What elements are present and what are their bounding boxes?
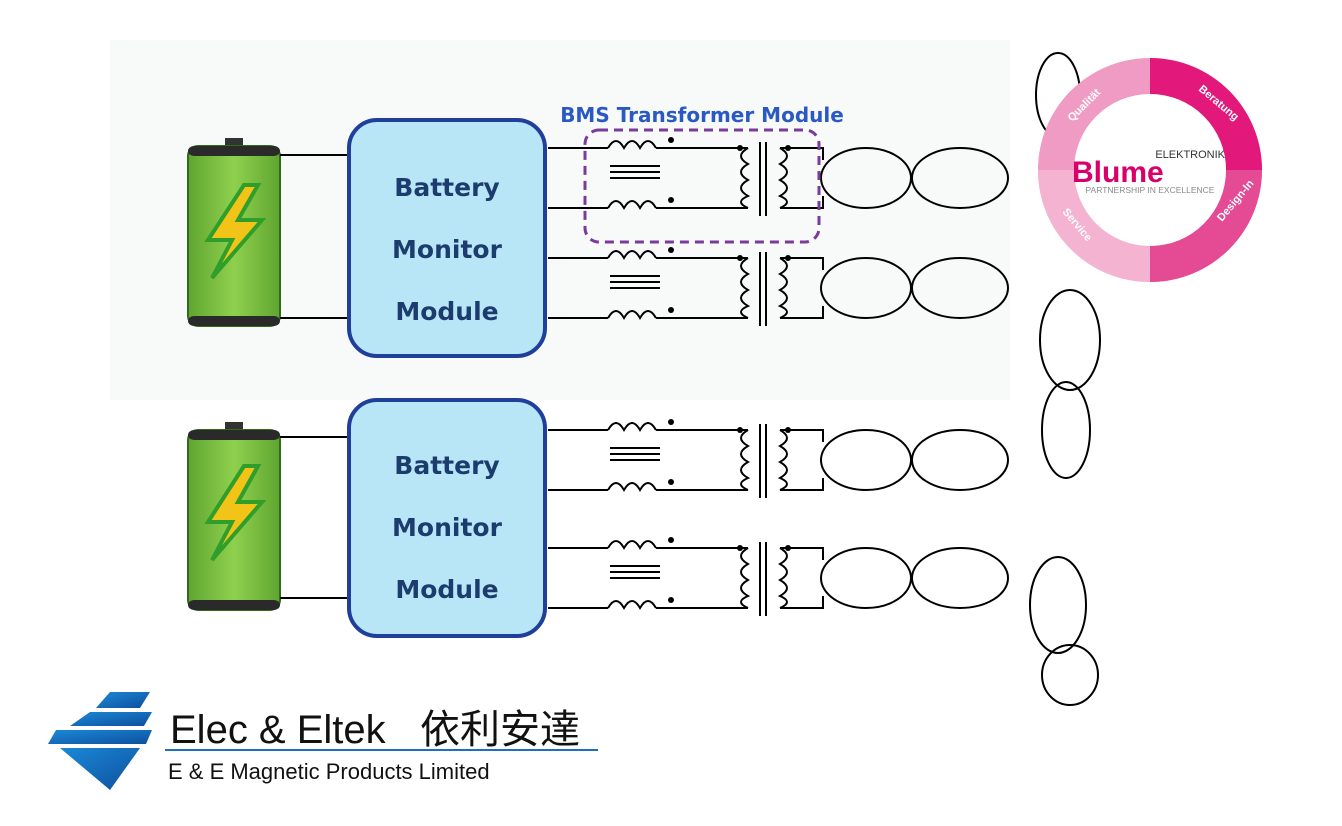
lightning-icon [204, 183, 267, 280]
badge-tagline: PARTNERSHIP IN EXCELLENCE [1086, 185, 1215, 195]
battery-monitor-module-2: Battery Monitor Module [347, 398, 547, 638]
module-1-line3: Module [395, 297, 498, 326]
module-1-line1: Battery [394, 173, 499, 202]
transformer-channel-3 [547, 418, 1009, 499]
module-2-line2: Monitor [392, 513, 503, 542]
battery-monitor-module-1: Battery Monitor Module [347, 118, 547, 358]
module-1-line2: Monitor [392, 235, 503, 264]
company-chinese-name: 依利安達 [420, 708, 580, 752]
module-2-line3: Module [395, 575, 498, 604]
bms-transformer-label: BMS Transformer Module [560, 103, 844, 127]
battery-2 [187, 422, 281, 611]
badge-elektronik: ELEKTRONIK [1155, 149, 1225, 161]
lightning-icon [204, 464, 267, 562]
module-2-line1: Battery [394, 451, 499, 480]
blume-badge: Qualität Beratung Design-In Service ELEK… [1038, 58, 1262, 282]
bms-transformer-group: BMS Transformer Module [560, 103, 844, 244]
battery-1 [187, 138, 281, 327]
badge-brand: Blume [1072, 156, 1164, 189]
transformer-channel-4 [547, 536, 1009, 617]
company-logo: Elec & Eltek 依利安達 E & E Magnetic Product… [48, 692, 598, 790]
company-subtitle: E & E Magnetic Products Limited [168, 759, 490, 784]
company-name: Elec & Eltek [170, 708, 387, 752]
